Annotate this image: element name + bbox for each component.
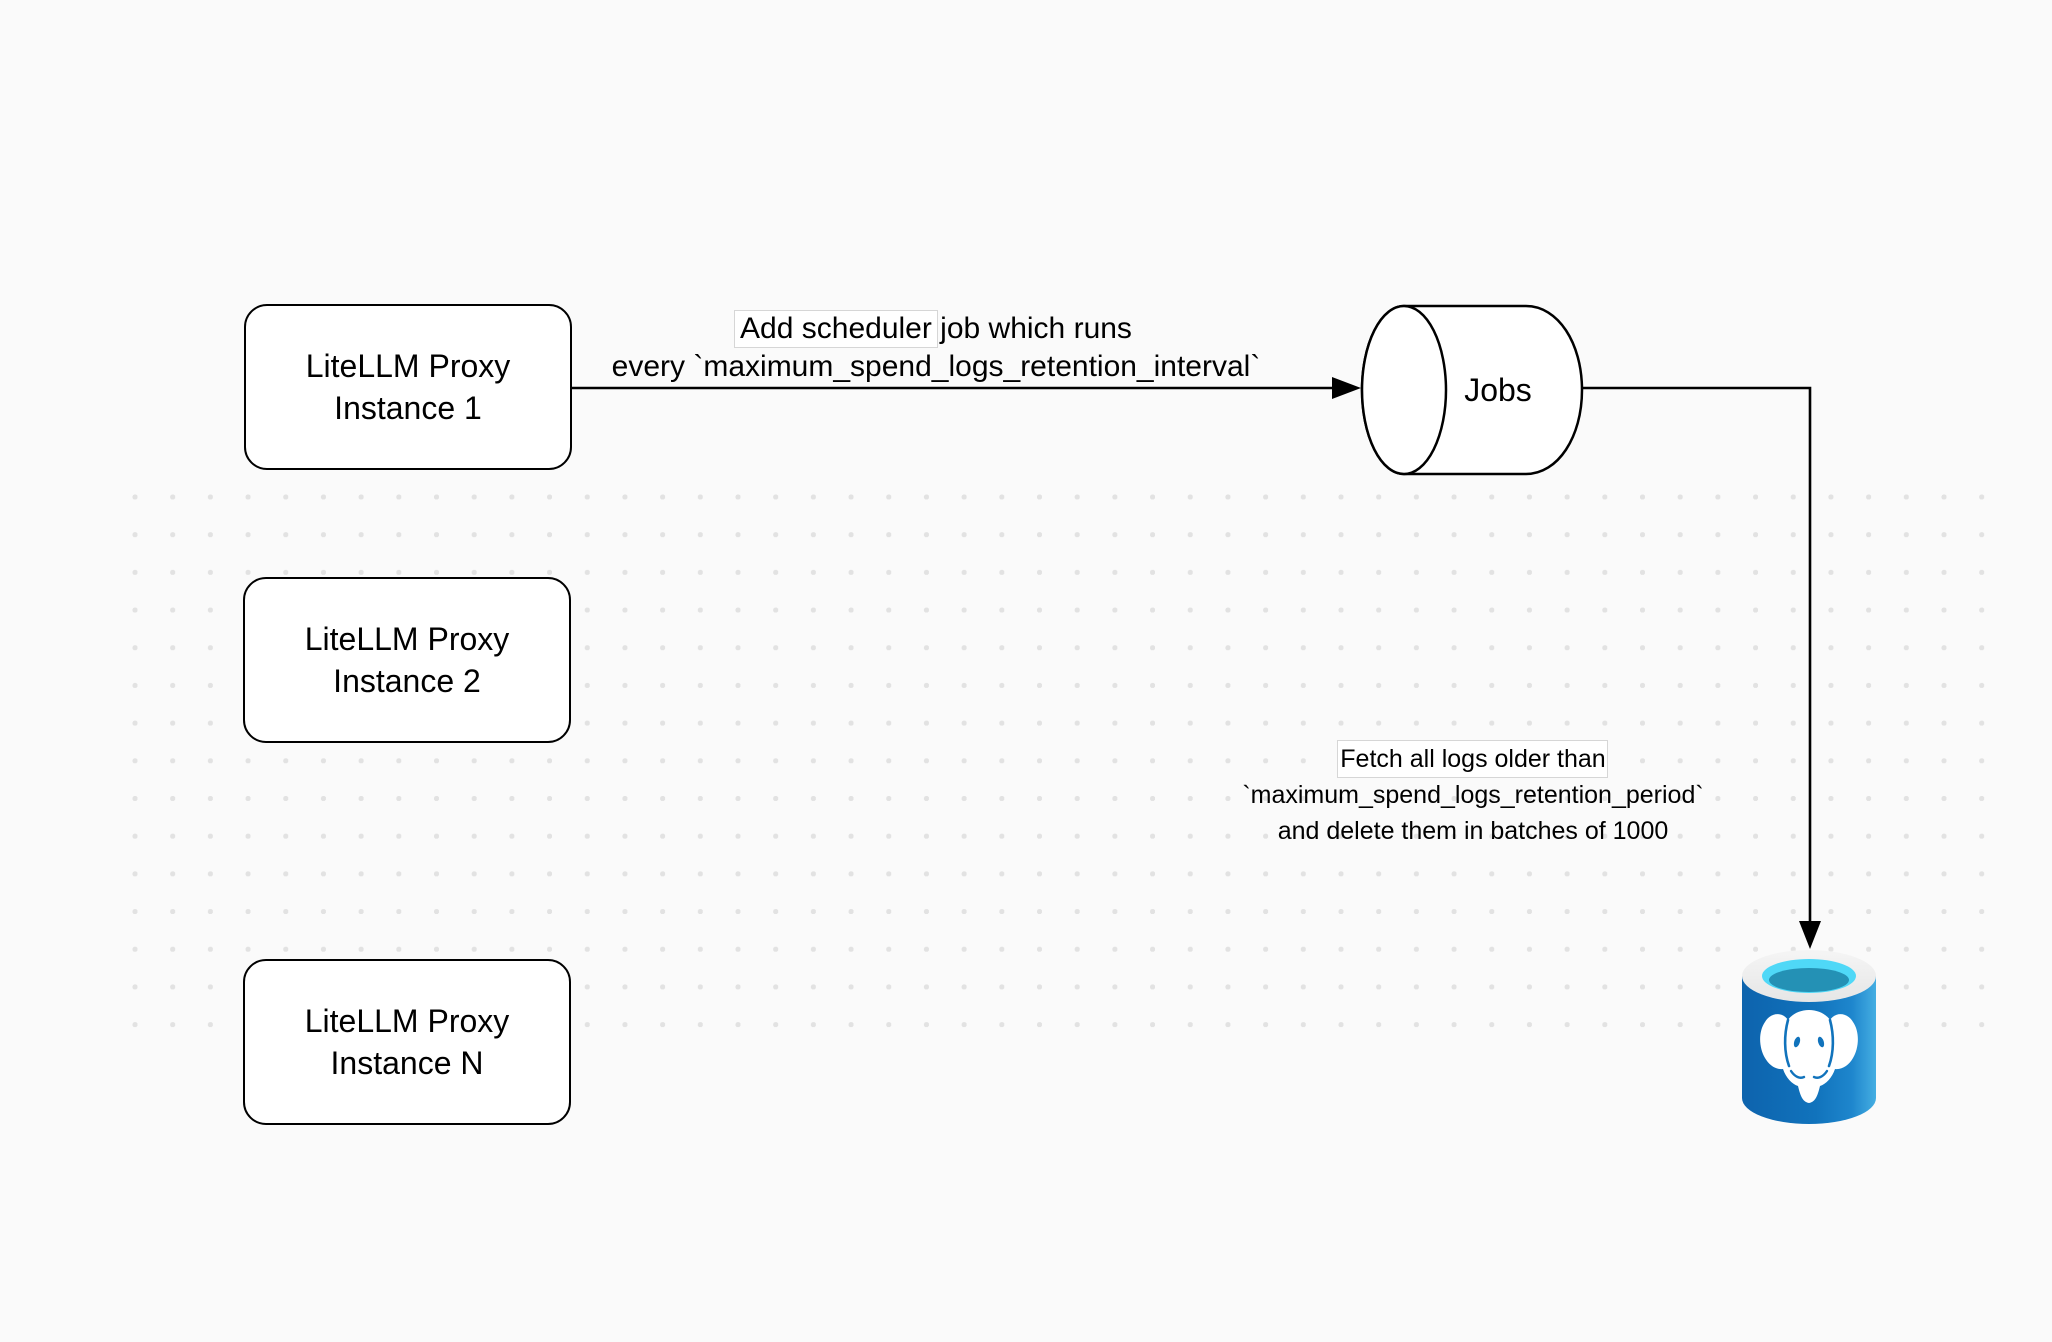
edge-scheduler-arrow <box>570 377 1361 399</box>
edge-label-line: every `maximum_spend_logs_retention_inte… <box>611 350 1261 383</box>
jobs-queue-cylinder <box>1360 304 1584 476</box>
node-label-line: LiteLLM Proxy <box>304 621 510 657</box>
canvas-dot-grid <box>132 494 1988 1032</box>
node-label-line: Instance N <box>330 1045 484 1081</box>
node-label-line: LiteLLM Proxy <box>304 1003 510 1039</box>
node-litellm-proxy-instance-n: LiteLLM Proxy Instance N <box>243 959 571 1125</box>
node-label-line: Instance 1 <box>334 390 482 426</box>
edge-label-background <box>1337 740 1608 778</box>
node-label-line: Instance 2 <box>333 663 481 699</box>
jobs-node-label: Jobs <box>1464 372 1532 408</box>
cylinder-face-ellipse <box>1360 304 1448 476</box>
arrowhead-right-icon <box>1332 377 1361 399</box>
edge-label-background <box>734 310 938 348</box>
elephant-eye <box>1793 1036 1801 1048</box>
node-litellm-proxy-instance-2: LiteLLM Proxy Instance 2 <box>243 577 571 743</box>
node-label-line: LiteLLM Proxy <box>305 348 511 384</box>
elephant-eye <box>1817 1036 1825 1048</box>
node-litellm-proxy-instance-1: LiteLLM Proxy Instance 1 <box>244 304 572 470</box>
